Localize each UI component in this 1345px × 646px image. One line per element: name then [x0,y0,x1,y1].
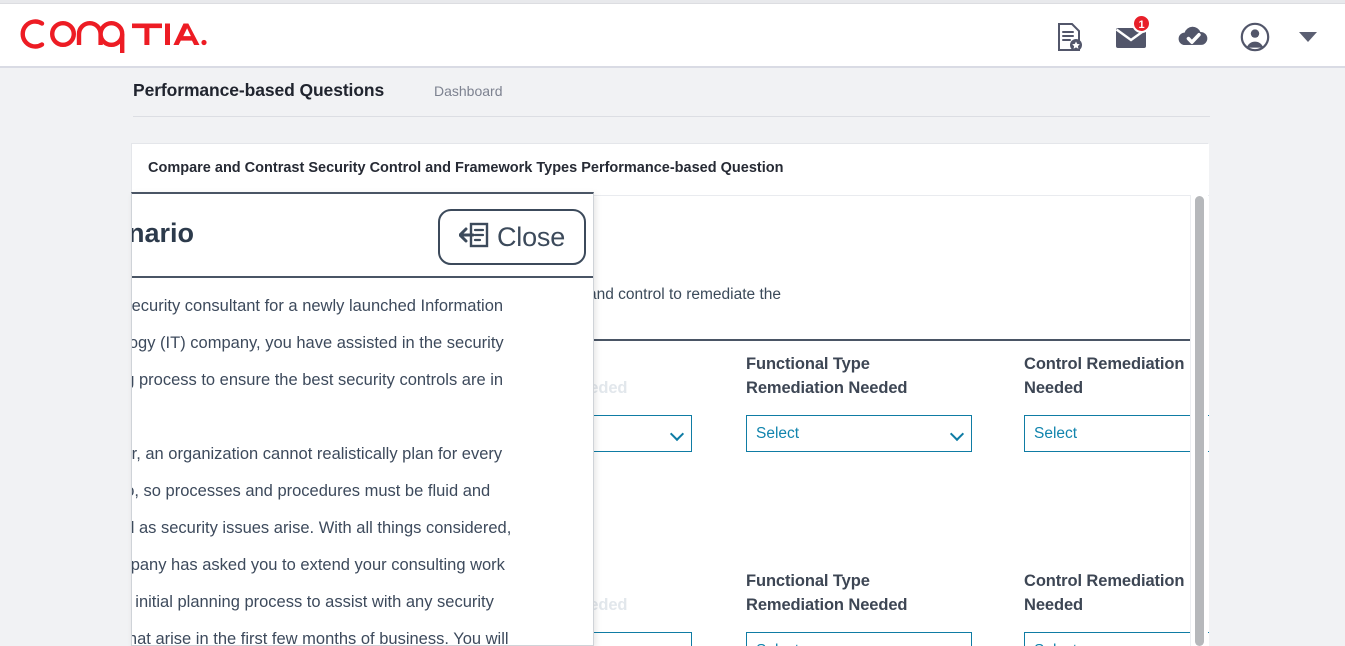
select-value: Select [756,425,800,442]
envelope-icon[interactable]: 1 [1113,14,1151,56]
scenario-p2-l2: scenario, so processes and procedures mu… [132,482,491,500]
form-row-0-col-1-select[interactable]: Select [746,415,972,452]
close-button[interactable]: Close [438,209,586,265]
select-value: Select [756,642,799,646]
form-row-0-col-2-select[interactable]: Select [1024,415,1209,452]
scenario-p1-l2: Technology (IT) company, you have assist… [131,334,504,352]
scenario-modal: Scenario Close As the security consultan… [131,192,594,646]
page-title: Performance-based Questions [133,80,385,100]
scenario-modal-title: Scenario [132,218,195,248]
close-icon [458,221,489,254]
chevron-down-icon [669,426,685,442]
form-row-1-col-2-label: Control Remediation Needed [1024,569,1209,617]
comptia-logo[interactable] [10,12,210,56]
question-card-title: Compare and Contrast Security Control an… [148,160,784,176]
scenario-p1-l3: planning process to ensure the best secu… [132,371,504,389]
form-row-1-col-2-select[interactable]: Select [1024,632,1209,646]
label-line-2: Remediation Needed [746,379,908,397]
modal-divider [132,276,593,278]
label-line-2: Needed [1024,379,1084,397]
scenario-p2-l1: However, an organization cannot realisti… [131,445,503,463]
account-chevron-down-icon[interactable] [1299,32,1317,42]
header-icon-group: 1 [1051,14,1317,56]
select-value: Select [1034,642,1077,646]
label-line-1: Control Remediation [1024,355,1185,373]
user-avatar-icon[interactable] [1237,18,1273,56]
close-button-label: Close [496,221,566,252]
form-row-0-col-2-label: Control Remediation Needed [1024,352,1209,400]
label-line-1: Functional Type [746,572,870,590]
label-line-2: Needed [1024,596,1084,614]
cloud-check-icon[interactable] [1175,18,1211,56]
browser-top-strip [0,0,1345,4]
scenario-p1-l1: As the security consultant for a newly l… [131,297,504,315]
form-row-0-col-1-label: Functional Type Remediation Needed [746,352,986,400]
scrollbar-thumb[interactable] [1195,196,1204,646]
app-header: 1 [0,4,1345,68]
title-divider [133,116,1210,117]
form-row-1-col-1-label: Functional Type Remediation Needed [746,569,986,617]
breadcrumb[interactable]: Dashboard [434,83,503,99]
label-line-2: Remediation Needed [746,596,908,614]
select-value: Select [1034,425,1078,442]
question-card-header: Compare and Contrast Security Control an… [132,144,1209,196]
form-row-1-col-1-select[interactable]: Select [746,632,972,646]
page-title-row: Performance-based Questions Dashboard [0,78,1210,122]
scenario-p2-l4: the company has asked you to extend your… [131,556,505,574]
document-star-icon[interactable] [1051,18,1087,56]
chevron-down-icon [949,426,965,442]
content-divider [148,339,1192,341]
scenario-p2-l5: past the initial planning process to ass… [132,593,494,611]
notification-badge: 1 [1132,14,1151,33]
scenario-p2-l3: adjusted as security issues arise. With … [132,519,512,537]
scenario-p2-l6: issues that arise in the first few month… [132,630,509,646]
label-line-1: Control Remediation [1024,572,1185,590]
scenario-modal-body: As the security consultant for a newly l… [131,288,592,646]
label-line-1: Functional Type [746,355,870,373]
